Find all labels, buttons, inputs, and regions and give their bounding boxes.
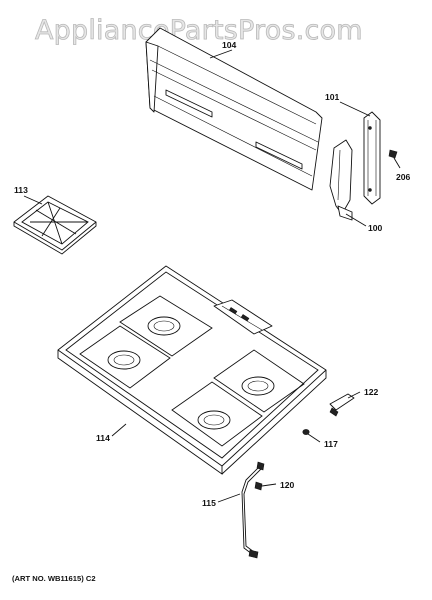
part-115-tube (241, 461, 265, 559)
callout-114: 114 (96, 433, 110, 443)
part-104-backguard (145, 27, 323, 191)
callout-113: 113 (14, 185, 28, 195)
part-114-cooktop (57, 265, 327, 475)
callout-122: 122 (364, 387, 379, 397)
part-101-end-cap (363, 111, 381, 205)
part-206-screw (388, 149, 398, 159)
part-117-grommet (302, 429, 310, 435)
callout-101: 101 (325, 92, 340, 102)
callout-206: 206 (396, 172, 411, 182)
callout-117: 117 (324, 439, 338, 449)
watermark-logo: AppliancePartsPros.com (35, 15, 363, 46)
callout-120: 120 (280, 480, 295, 490)
part-100-side-bracket (329, 139, 353, 221)
leader-lines (23, 49, 401, 503)
art-number: (ART NO. WB11615) C2 (12, 574, 96, 583)
part-113-burner-grate (13, 195, 97, 255)
part-120-clip (254, 481, 263, 491)
callout-104: 104 (222, 40, 237, 50)
callout-100: 100 (368, 223, 383, 233)
callout-115: 115 (202, 498, 216, 508)
